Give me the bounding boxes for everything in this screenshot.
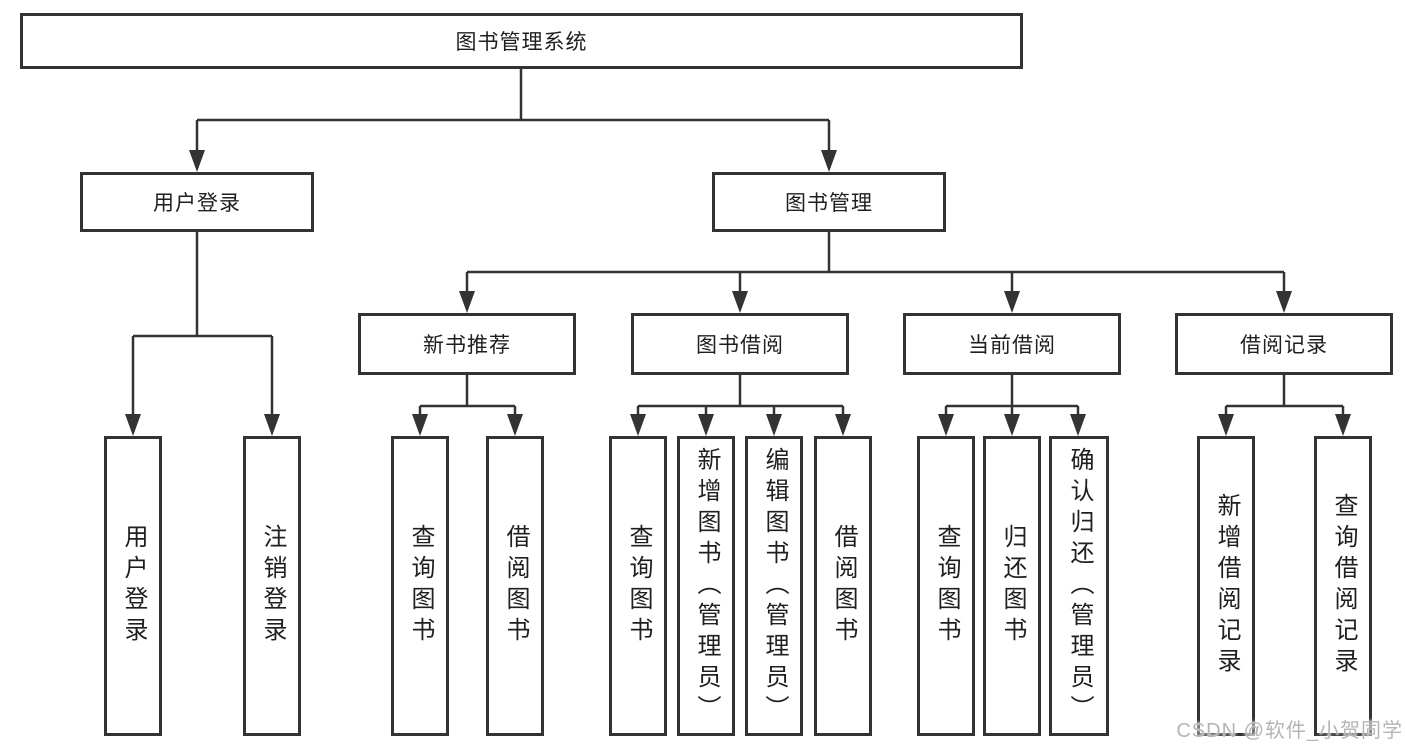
node-library-management-system: 图书管理系统 — [20, 13, 1023, 69]
node-label: 图书管理系统 — [455, 31, 588, 54]
connector-lines — [131, 69, 1345, 415]
leaf-borrow-books-recommend: 借阅图书 — [486, 436, 544, 736]
node-user-login: 用户登录 — [80, 172, 314, 232]
arrowhead-glyphs — [125, 150, 1351, 436]
csdn-watermark: CSDN @软件_小贺同学 — [1176, 720, 1403, 742]
node-label: 新增借阅记录 — [1213, 493, 1240, 679]
node-borrowing-records: 借阅记录 — [1175, 313, 1393, 375]
leaf-add-book-admin: 新增图书（管理员） — [677, 436, 735, 736]
node-label: 借阅图书 — [502, 524, 529, 648]
leaf-edit-book-admin: 编辑图书（管理员） — [745, 436, 803, 736]
leaf-query-borrow-record: 查询借阅记录 — [1314, 436, 1372, 736]
node-label: 确认归还（管理员） — [1066, 446, 1093, 726]
node-label: 查询图书 — [625, 524, 652, 648]
node-label: 图书借阅 — [696, 334, 784, 357]
node-label: 新书推荐 — [423, 334, 511, 357]
node-label: 用户登录 — [153, 192, 241, 215]
node-label: 查询图书 — [933, 524, 960, 648]
node-label: 归还图书 — [999, 524, 1026, 648]
node-label: 注销登录 — [259, 524, 286, 648]
leaf-query-books-borrowing: 查询图书 — [609, 436, 667, 736]
leaf-borrow-books-borrowing: 借阅图书 — [814, 436, 872, 736]
leaf-confirm-return-admin: 确认归还（管理员） — [1049, 436, 1109, 736]
node-book-borrowing: 图书借阅 — [631, 313, 849, 375]
node-label: 查询图书 — [407, 524, 434, 648]
leaf-user-login: 用户登录 — [104, 436, 162, 736]
node-label: 编辑图书（管理员） — [761, 446, 788, 726]
node-label: 当前借阅 — [968, 334, 1056, 357]
node-label: 查询借阅记录 — [1330, 493, 1357, 679]
node-label: 新增图书（管理员） — [693, 446, 720, 726]
node-label: 借阅图书 — [830, 524, 857, 648]
node-label: 用户登录 — [120, 524, 147, 648]
node-current-borrowing: 当前借阅 — [903, 313, 1121, 375]
leaf-return-book: 归还图书 — [983, 436, 1041, 736]
leaf-add-borrow-record: 新增借阅记录 — [1197, 436, 1255, 736]
leaf-query-books-recommend: 查询图书 — [391, 436, 449, 736]
leaf-logout: 注销登录 — [243, 436, 301, 736]
leaf-query-books-current: 查询图书 — [917, 436, 975, 736]
node-book-management: 图书管理 — [712, 172, 946, 232]
node-label: 图书管理 — [785, 192, 873, 215]
node-new-book-recommendation: 新书推荐 — [358, 313, 576, 375]
node-label: 借阅记录 — [1240, 334, 1328, 357]
